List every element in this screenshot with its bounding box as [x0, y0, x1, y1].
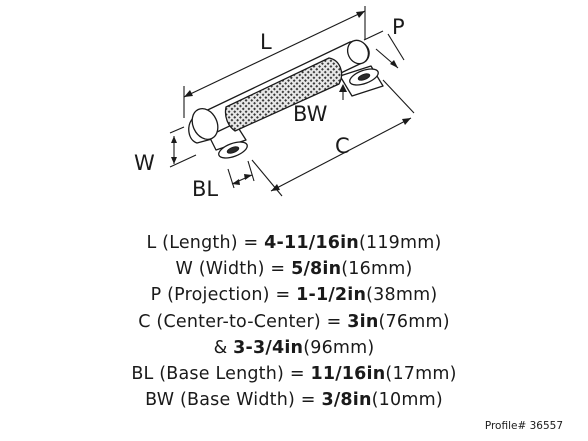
spec-metric: (76mm)	[378, 311, 450, 332]
spec-metric: (10mm)	[371, 390, 443, 411]
pull-dimension-diagram: L P BW W C BL	[134, 6, 415, 201]
dim-label-w: W	[134, 151, 155, 175]
specification-list: L (Length) = 4-11/16in(119mm) W (Width) …	[0, 230, 588, 413]
dimension-lines	[169, 6, 415, 197]
spec-imperial: 3/8in	[321, 390, 372, 411]
spec-width: W (Width) = 5/8in(16mm)	[0, 256, 588, 282]
spec-name: P (Projection) =	[150, 285, 297, 306]
spec-base-length: BL (Base Length) = 11/16in(17mm)	[0, 361, 588, 387]
spec-metric: (38mm)	[366, 285, 438, 306]
spec-metric: (119mm)	[358, 233, 442, 253]
spec-name: L (Length) =	[146, 233, 265, 253]
spec-projection: P (Projection) = 1-1/2in(38mm)	[0, 282, 588, 308]
dim-label-c: C	[335, 134, 350, 158]
spec-metric: (16mm)	[341, 259, 413, 280]
dim-label-p: P	[392, 15, 405, 39]
dim-label-l: L	[260, 30, 272, 54]
dim-label-bw: BW	[293, 102, 328, 126]
spec-metric: (96mm)	[303, 337, 375, 358]
spec-name: BL (Base Length) =	[131, 363, 311, 384]
profile-number: Profile# 36557	[484, 420, 563, 432]
spec-center-to-center-alt: & 3-3/4in(96mm)	[0, 335, 588, 361]
spec-imperial: 11/16in	[310, 363, 386, 384]
spec-length: L (Length) = 4-11/16in(119mm)	[0, 230, 588, 256]
spec-name: BW (Base Width) =	[145, 390, 322, 411]
spec-imperial: 5/8in	[291, 259, 342, 280]
spec-base-width: BW (Base Width) = 3/8in(10mm)	[0, 387, 588, 413]
spec-name: C (Center-to-Center) =	[138, 311, 348, 332]
cabinet-pull	[188, 39, 384, 159]
spec-imperial: 4-11/16in	[264, 233, 359, 253]
dimension-arrowheads	[171, 11, 411, 191]
spec-center-to-center: C (Center-to-Center) = 3in(76mm)	[0, 309, 588, 335]
spec-name: &	[213, 337, 234, 358]
spec-metric: (17mm)	[385, 363, 457, 384]
spec-imperial: 3-3/4in	[233, 337, 304, 358]
spec-name: W (Width) =	[175, 259, 292, 280]
spec-imperial: 3in	[347, 311, 379, 332]
spec-imperial: 1-1/2in	[296, 285, 367, 306]
dim-label-bl: BL	[192, 177, 218, 201]
mounting-holes	[226, 73, 371, 154]
